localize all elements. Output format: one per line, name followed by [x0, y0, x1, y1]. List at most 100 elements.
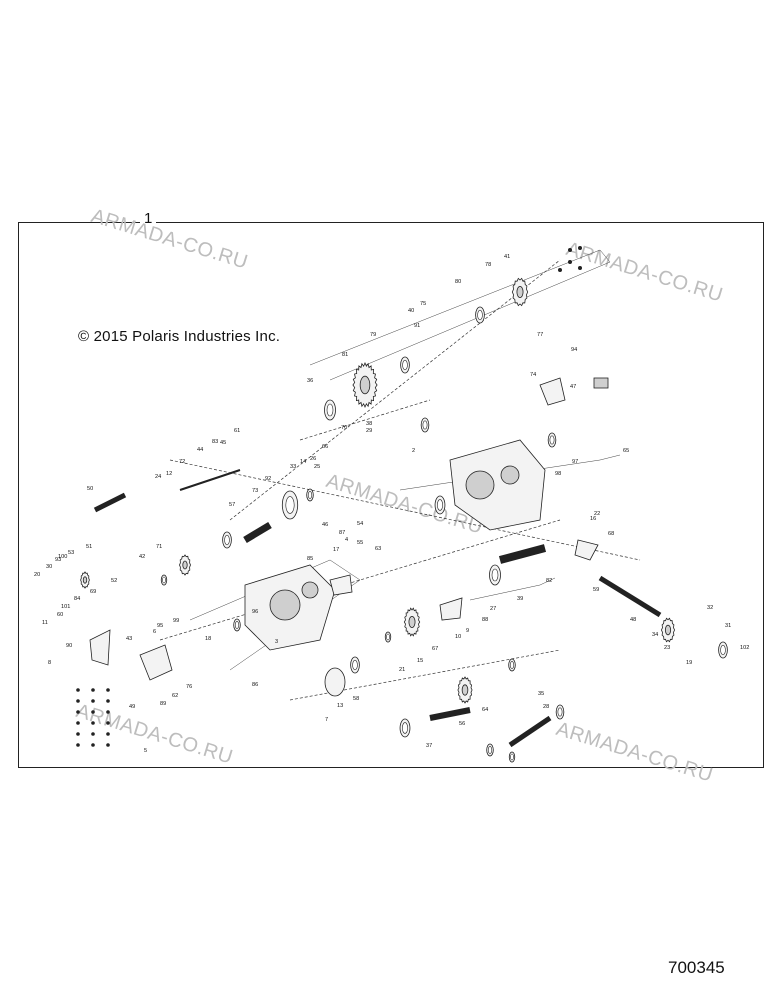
mount-bracket [89, 629, 111, 666]
bolt-icon [91, 721, 95, 725]
spline-coupler-hub [664, 624, 672, 636]
case-left-bore-small [301, 581, 319, 599]
explode-axis [169, 459, 641, 561]
bolt-icon [106, 710, 110, 714]
part-callout: 77 [537, 332, 543, 338]
part-callout: 20 [34, 572, 40, 578]
bolt-icon [106, 743, 110, 747]
part-callout: 53 [68, 550, 74, 556]
part-callout: 39 [517, 596, 523, 602]
part-callout: 15 [417, 658, 423, 664]
part-callout: 71 [156, 544, 162, 550]
bolt-icon [76, 699, 80, 703]
bolt-icon [578, 266, 582, 270]
bolt-icon [91, 699, 95, 703]
part-callout: 50 [87, 486, 93, 492]
part-callout: 58 [353, 696, 359, 702]
washer-bore [386, 633, 390, 641]
part-callout: 66 [322, 444, 328, 450]
parts-artwork [76, 246, 728, 763]
part-callout: 5 [144, 748, 147, 754]
explode-axis [229, 259, 561, 521]
part-callout: 56 [459, 721, 465, 727]
part-callout: 81 [342, 352, 348, 358]
part-callout: 26 [310, 456, 316, 462]
part-callout: 93 [55, 557, 61, 563]
part-callout: 86 [252, 682, 258, 688]
small-gear-hub [182, 560, 188, 570]
part-callout: 28 [543, 704, 549, 710]
bearing-bore [352, 659, 358, 671]
part-callout: 12 [166, 471, 172, 477]
part-callout: 36 [307, 378, 313, 384]
case-right-bore-small [500, 465, 520, 485]
part-callout: 88 [482, 617, 488, 623]
part-callout: 42 [139, 554, 145, 560]
pinion-shaft [508, 715, 552, 748]
part-callout: 38 [366, 421, 372, 427]
part-callout: 70 [341, 425, 347, 431]
part-callout: 49 [129, 704, 135, 710]
part-callout: 8 [48, 660, 51, 666]
part-callout: 85 [307, 556, 313, 562]
washer-bore [510, 753, 514, 761]
part-callout: 14 [300, 459, 306, 465]
bearing-bore [401, 722, 408, 734]
case-left-bore [269, 589, 301, 621]
part-callout: 35 [538, 691, 544, 697]
part-callout: 82 [546, 578, 552, 584]
part-callout: 83 [212, 439, 218, 445]
large-gear-hub [359, 375, 371, 395]
copyright-notice: © 2015 Polaris Industries Inc. [78, 328, 281, 345]
part-callout: 41 [504, 254, 510, 260]
part-callout: 27 [490, 606, 496, 612]
part-callout: 95 [157, 623, 163, 629]
part-callout: 89 [160, 701, 166, 707]
part-callout: 2 [412, 448, 415, 454]
part-callout: 46 [322, 522, 328, 528]
bolt-icon [76, 688, 80, 692]
part-callout: 57 [229, 502, 235, 508]
part-callout: 10 [455, 634, 461, 640]
part-callout: 25 [314, 464, 320, 470]
part-callout: 69 [90, 589, 96, 595]
bearing-bore [402, 359, 408, 371]
cover-plate [139, 644, 173, 681]
bolt-icon [578, 246, 582, 250]
part-callout: 61 [234, 428, 240, 434]
part-callout: 52 [111, 578, 117, 584]
part-callout: 68 [608, 531, 614, 537]
seal-bore [234, 621, 240, 629]
bearing-bore [307, 491, 313, 499]
part-callout: 87 [339, 530, 345, 536]
spur-gear-hub [408, 616, 416, 629]
part-callout: 17 [333, 547, 339, 553]
bolt-icon [106, 688, 110, 692]
part-callout: 37 [426, 743, 432, 749]
part-callout: 94 [571, 347, 577, 353]
part-callout: 40 [408, 308, 414, 314]
part-callout: 44 [197, 447, 203, 453]
part-callout: 64 [482, 707, 488, 713]
part-callout: 59 [593, 587, 599, 593]
part-callout: 75 [420, 301, 426, 307]
part-callout: 90 [66, 643, 72, 649]
part-callout: 97 [572, 459, 578, 465]
snap-ring-bore [285, 496, 295, 514]
part-callout: 19 [686, 660, 692, 666]
bolt-icon [76, 710, 80, 714]
washer-bore [224, 534, 230, 546]
bolt-icon [91, 743, 95, 747]
part-callout: 3 [275, 639, 278, 645]
washer-bore [509, 661, 515, 669]
part-callout: 6 [153, 629, 156, 635]
end-cover-bore [720, 644, 726, 656]
bolt-icon [91, 710, 95, 714]
part-callout: 31 [725, 623, 731, 629]
part-callout: 92 [265, 476, 271, 482]
part-callout: 91 [414, 323, 420, 329]
part-callout: 34 [652, 632, 658, 638]
part-callout: 33 [290, 464, 296, 470]
part-callout: 84 [74, 596, 80, 602]
